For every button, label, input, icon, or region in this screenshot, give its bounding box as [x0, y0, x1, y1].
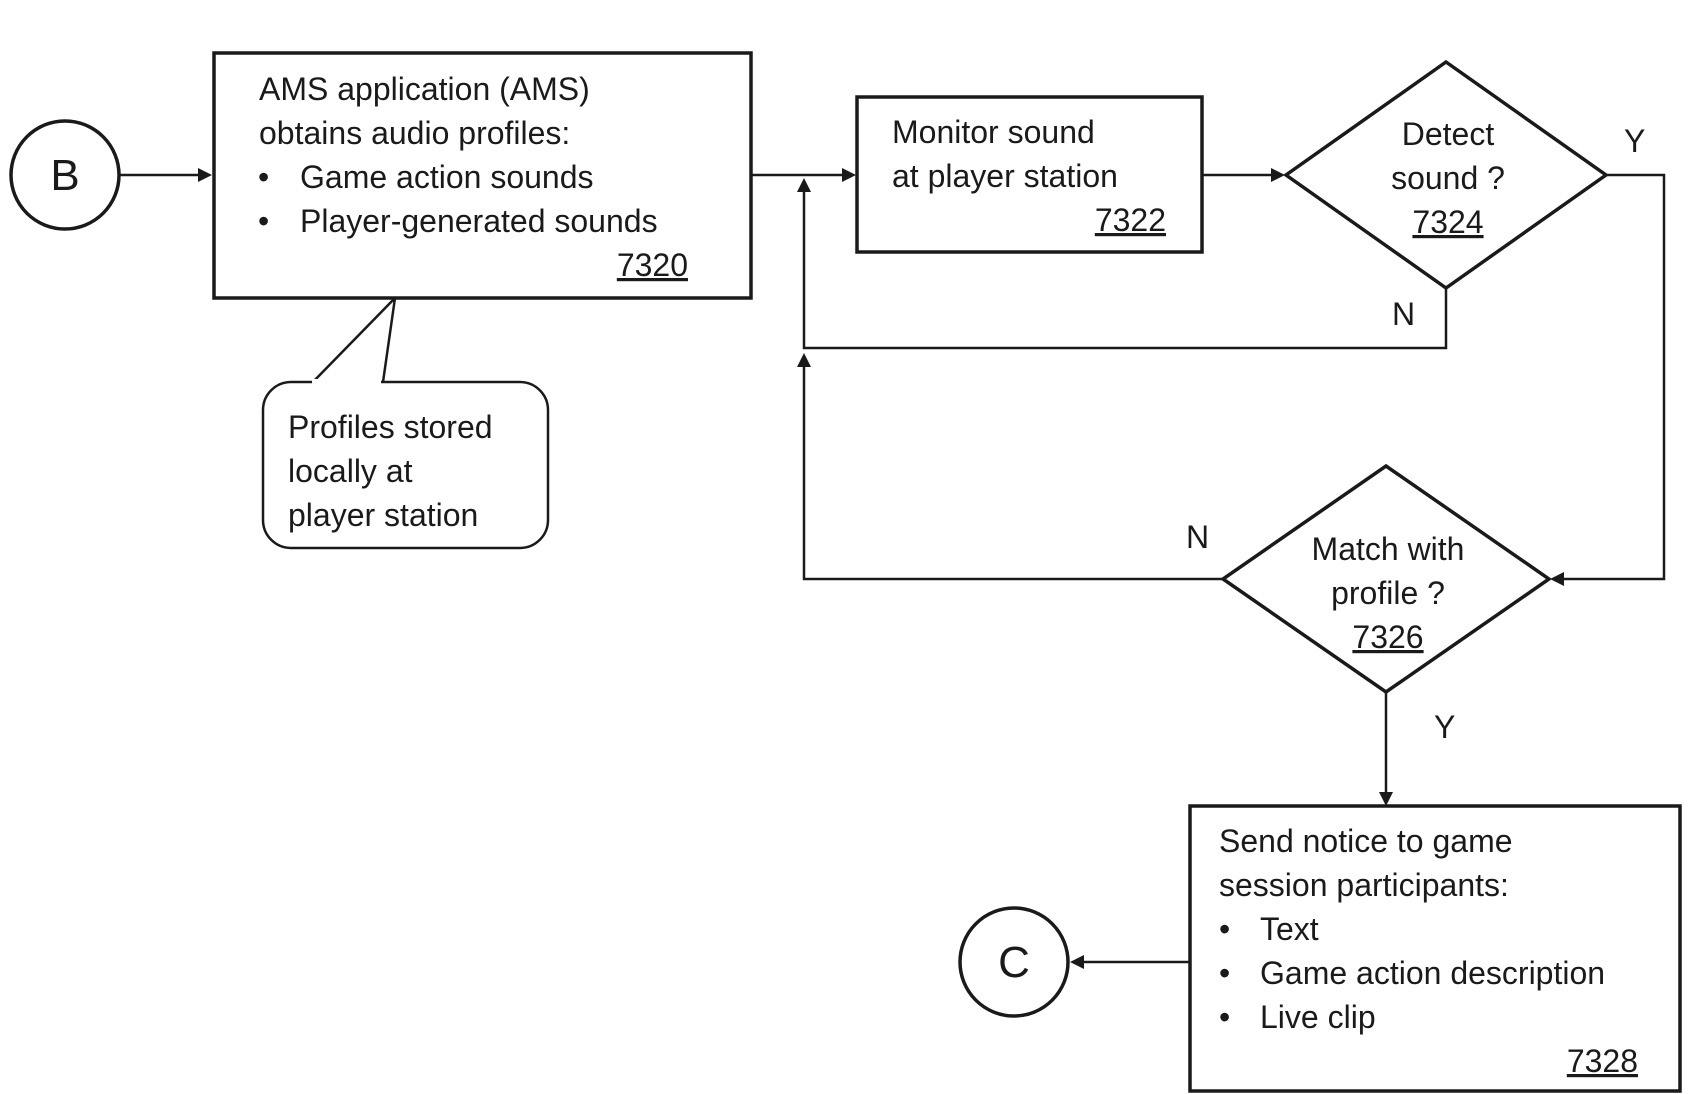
- decision-7326-no-label: N: [1186, 519, 1209, 555]
- arrow-7322-to-7324: [1202, 168, 1285, 182]
- process-box-7320: AMS application (AMS) obtains audio prof…: [214, 53, 751, 298]
- callout-line2: locally at: [288, 453, 413, 489]
- decision-7326-yes-label: Y: [1434, 709, 1455, 745]
- callout-pointer-right: [383, 298, 395, 382]
- box-7320-bullet1: Game action sounds: [300, 159, 594, 195]
- box-7328-ref: 7328: [1567, 1043, 1638, 1079]
- callout-pointer-left: [310, 298, 395, 385]
- process-box-7322: Monitor sound at player station 7322: [857, 97, 1202, 252]
- decision-7324: Detect sound ? 7324: [1286, 62, 1606, 288]
- bullet-dot: •: [1219, 999, 1230, 1035]
- connector-start: B: [11, 121, 119, 229]
- arrow-7326-yes-to-7328: Y: [1379, 692, 1455, 806]
- box-7328-bullet1: Text: [1260, 911, 1319, 947]
- decision-7326-ref: 7326: [1352, 619, 1423, 655]
- decision-7324-line2: sound ?: [1391, 160, 1505, 196]
- bullet-dot: •: [1219, 911, 1230, 947]
- box-7328-line2: session participants:: [1219, 867, 1509, 903]
- callout-line1: Profiles stored: [288, 409, 493, 445]
- decision-7326-line2: profile ?: [1331, 575, 1445, 611]
- connector-label-b: B: [50, 151, 79, 200]
- bullet-dot: •: [258, 203, 269, 239]
- decision-7324-yes-label: Y: [1624, 123, 1645, 159]
- box-7320-ref: 7320: [617, 247, 688, 283]
- box-7328-bullet3: Live clip: [1260, 999, 1376, 1035]
- box-7322-line1: Monitor sound: [892, 114, 1095, 150]
- decision-7324-ref: 7324: [1412, 204, 1483, 240]
- bullet-dot: •: [1219, 955, 1230, 991]
- callout-line3: player station: [288, 497, 478, 533]
- arrow-7326-no-loop: N: [797, 353, 1223, 579]
- box-7328-bullet2: Game action description: [1260, 955, 1605, 991]
- process-box-7328: Send notice to game session participants…: [1190, 806, 1680, 1091]
- box-7322-line2: at player station: [892, 158, 1118, 194]
- box-7320-bullet2: Player-generated sounds: [300, 203, 658, 239]
- box-7320-line2: obtains audio profiles:: [259, 115, 570, 151]
- decision-7324-line1: Detect: [1402, 116, 1495, 152]
- decision-7326-line1: Match with: [1312, 531, 1465, 567]
- decision-7324-no-label: N: [1392, 296, 1415, 332]
- bullet-dot: •: [258, 159, 269, 195]
- callout-profiles-stored: Profiles stored locally at player statio…: [263, 298, 548, 548]
- box-7328-line1: Send notice to game: [1219, 823, 1513, 859]
- box-7322-ref: 7322: [1095, 202, 1166, 238]
- arrow-7328-to-c: [1070, 955, 1190, 969]
- connector-label-c: C: [998, 938, 1030, 987]
- box-7320-line1: AMS application (AMS): [259, 71, 590, 107]
- decision-7326: Match with profile ? 7326: [1223, 466, 1549, 692]
- connector-end: C: [960, 908, 1068, 1016]
- arrow-b-to-7320: [119, 168, 212, 182]
